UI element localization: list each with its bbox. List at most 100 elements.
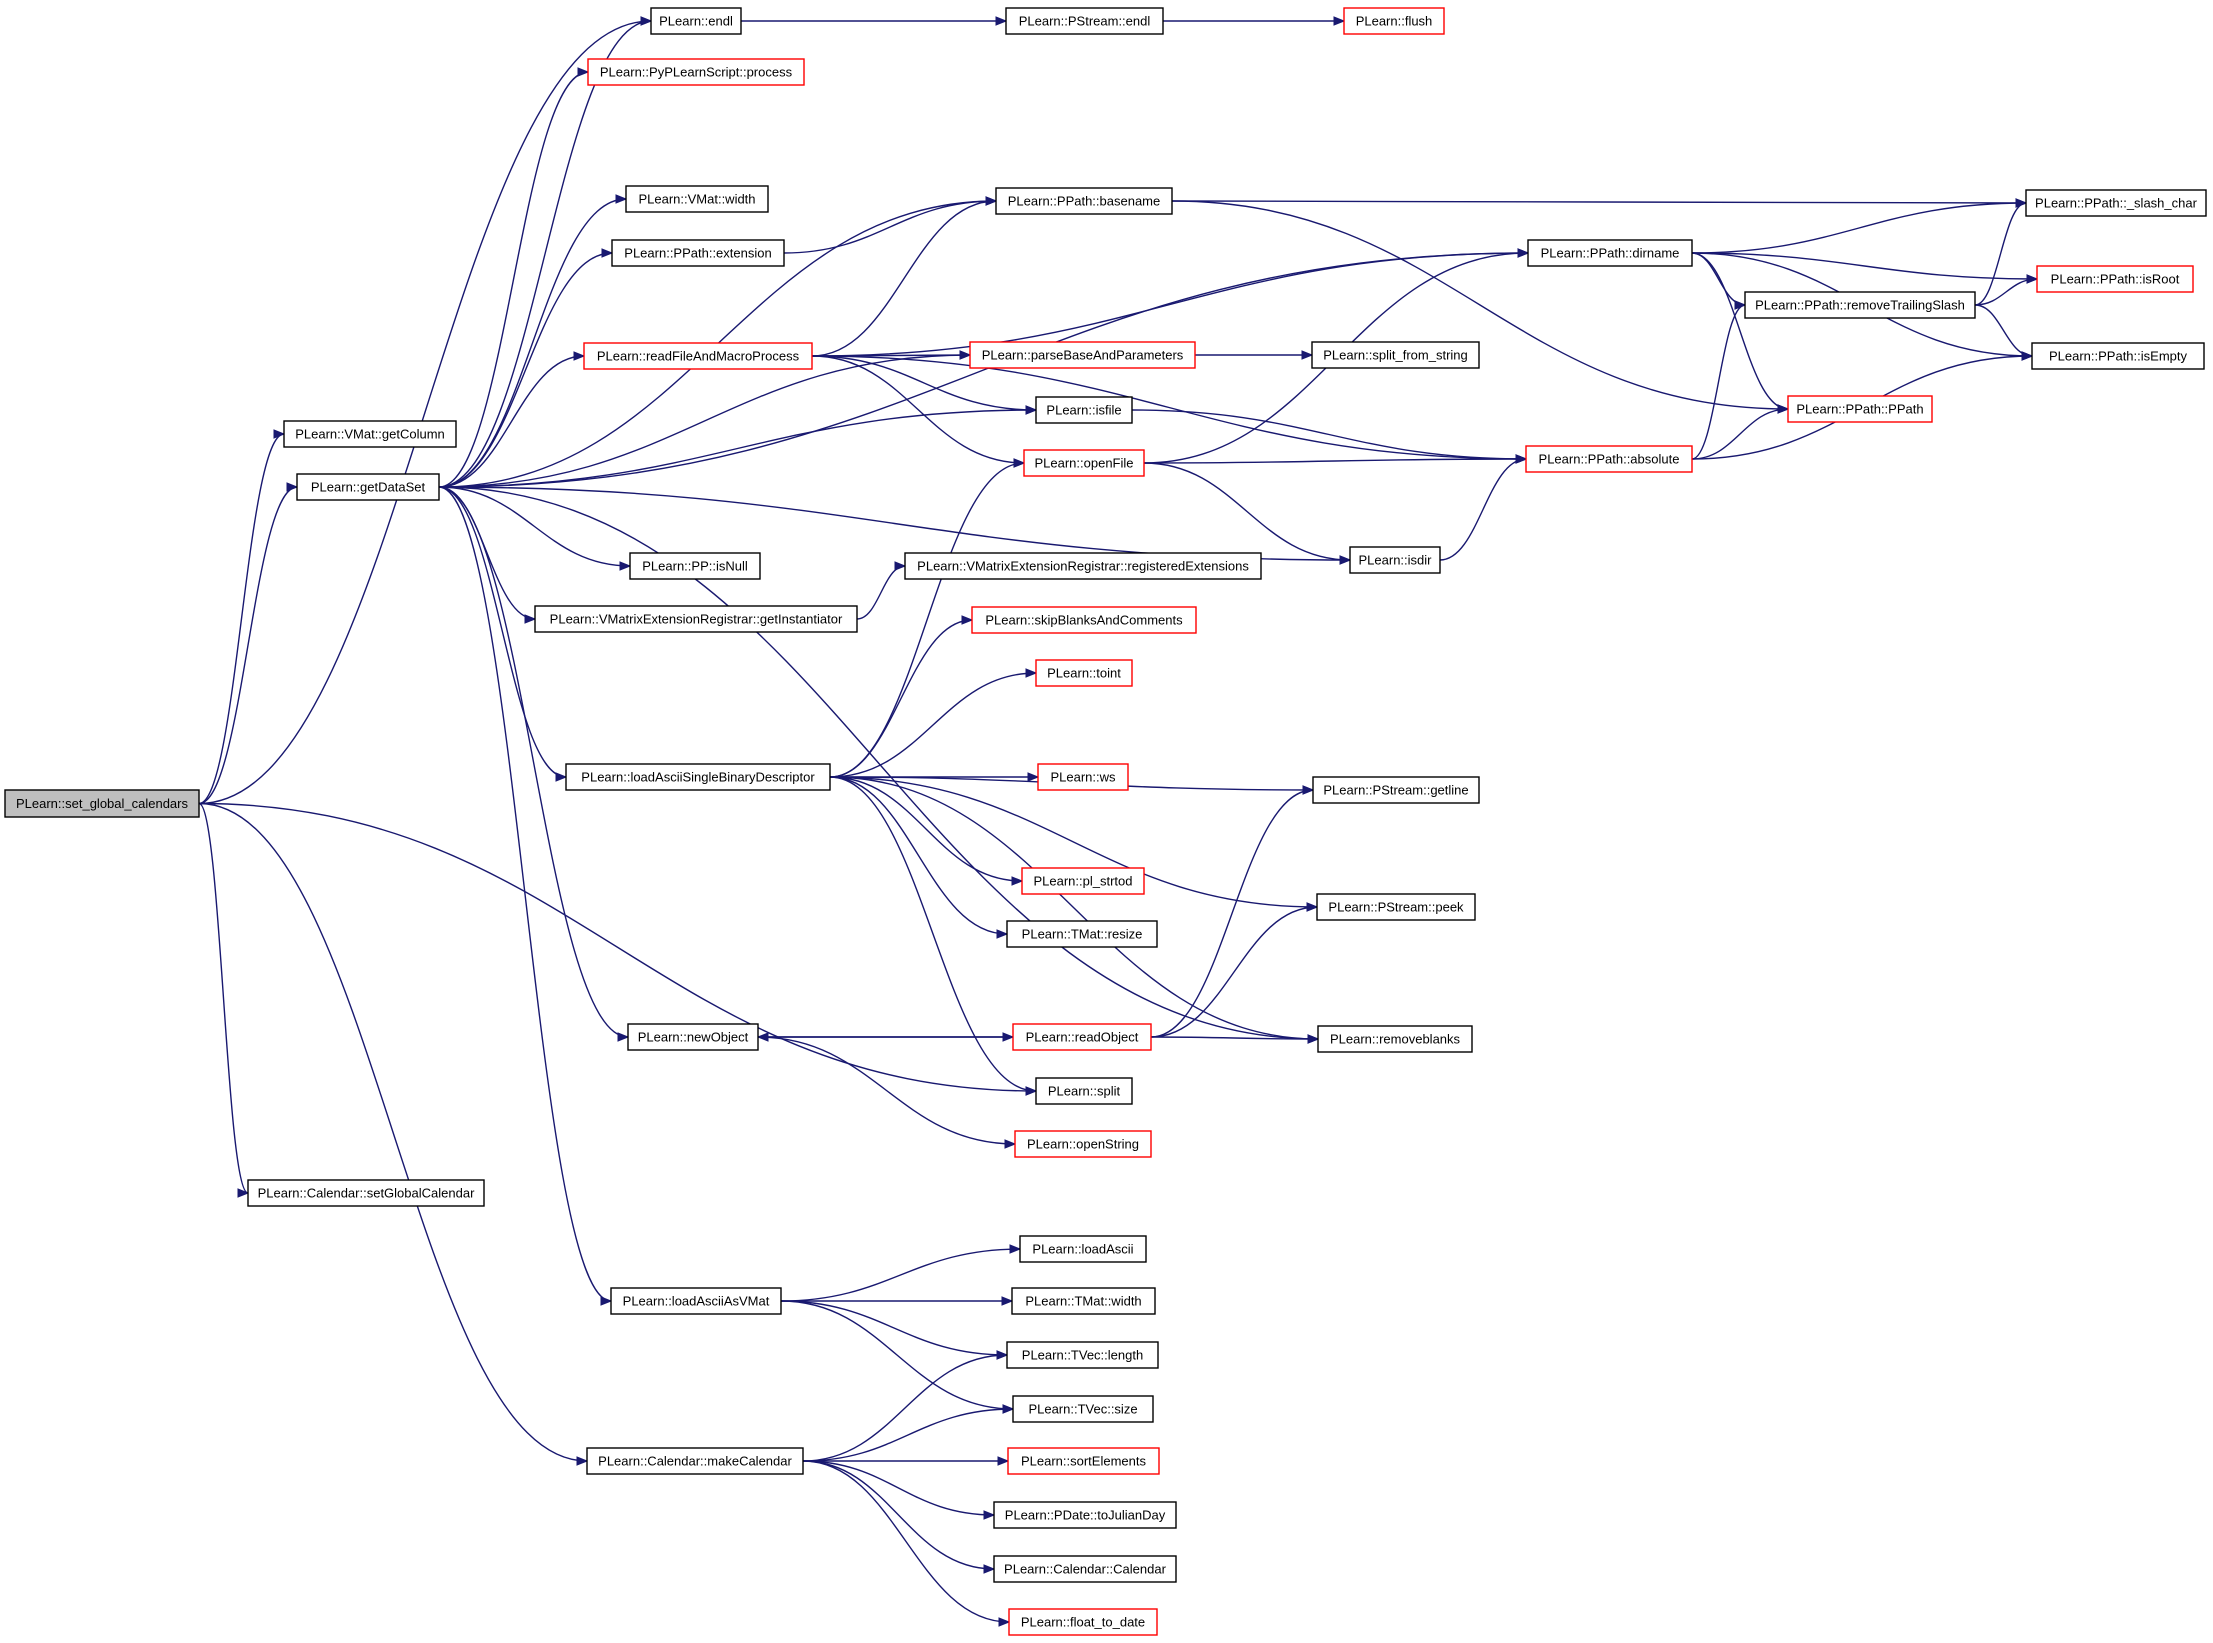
node-tojd[interactable]: PLearn::PDate::toJulianDay — [993, 1501, 1177, 1529]
node-rfamp[interactable]: PLearn::readFileAndMacroProcess — [583, 342, 813, 370]
node-ppath[interactable]: PLearn::PPath::PPath — [1787, 395, 1933, 423]
node-sortel[interactable]: PLearn::sortElements — [1007, 1447, 1160, 1475]
node-lasbd[interactable]: PLearn::loadAsciiSingleBinaryDescriptor — [565, 763, 831, 791]
edge-getdataset-to-extension — [438, 252, 613, 488]
node-getcol[interactable]: PLearn::VMat::getColumn — [283, 420, 457, 448]
node-plstrtod[interactable]: PLearn::pl_strtod — [1021, 867, 1145, 895]
arrowhead-makecal-to-tvsize — [1002, 1404, 1015, 1414]
node-box-getline — [1312, 776, 1480, 804]
edge-isfile-to-absolute — [1131, 409, 1527, 460]
edge-getdataset-to-lasbd — [438, 486, 567, 778]
call-nodes: PLearn::set_global_calendars PLearn::endl… — [4, 7, 2207, 1636]
node-regext[interactable]: PLearn::VMatrixExtensionRegistrar::regis… — [904, 552, 1262, 580]
edge-root-to-getdataset — [198, 486, 298, 805]
edge-readobj-to-removeblanks — [1150, 1036, 1319, 1040]
node-tmwidth[interactable]: PLearn::TMat::width — [1011, 1287, 1156, 1315]
node-peek[interactable]: PLearn::PStream::peek — [1316, 893, 1476, 921]
node-tvsize[interactable]: PLearn::TVec::size — [1012, 1395, 1154, 1423]
node-rts[interactable]: PLearn::PPath::removeTrailingSlash — [1744, 291, 1976, 319]
node-removeblanks[interactable]: PLearn::removeblanks — [1317, 1025, 1473, 1053]
node-skipblanks[interactable]: PLearn::skipBlanksAndComments — [971, 606, 1197, 634]
node-label-skipblanks: PLearn::skipBlanksAndComments — [985, 613, 1183, 628]
edge-readobj-to-peek — [1150, 906, 1318, 1038]
node-resize[interactable]: PLearn::TMat::resize — [1006, 920, 1158, 948]
edge-getdataset-to-isfile — [438, 409, 1037, 488]
node-extension[interactable]: PLearn::PPath::extension — [611, 239, 785, 267]
node-ps_endl[interactable]: PLearn::PStream::endl — [1005, 7, 1164, 35]
arrowhead-lasbd-to-split — [1025, 1086, 1038, 1096]
node-box-makecal — [586, 1447, 804, 1475]
edge-openfile-to-isdir — [1143, 462, 1351, 561]
node-box-sfs — [1311, 341, 1480, 369]
node-box-ppath — [1787, 395, 1933, 423]
node-ws[interactable]: PLearn::ws — [1037, 763, 1129, 791]
edge-rfamp-to-isfile — [811, 355, 1037, 411]
node-absolute[interactable]: PLearn::PPath::absolute — [1525, 445, 1693, 473]
node-endl[interactable]: PLearn::endl — [650, 7, 742, 35]
arrowhead-makecal-to-f2d — [998, 1617, 1011, 1627]
edge-lasbd-to-peek — [829, 776, 1318, 908]
node-label-root: PLearn::set_global_calendars — [16, 796, 189, 811]
node-dirname[interactable]: PLearn::PPath::dirname — [1527, 239, 1693, 267]
node-box-pbap — [969, 341, 1196, 369]
node-label-openstring: PLearn::openString — [1027, 1137, 1139, 1152]
node-label-tvsize: PLearn::TVec::size — [1028, 1402, 1137, 1417]
node-box-ws — [1037, 763, 1129, 791]
node-isroot[interactable]: PLearn::PPath::isRoot — [2036, 265, 2194, 293]
node-pbap[interactable]: PLearn::parseBaseAndParameters — [969, 341, 1196, 369]
node-box-lasbd — [565, 763, 831, 791]
node-label-newobj: PLearn::newObject — [638, 1030, 749, 1045]
node-getdataset[interactable]: PLearn::getDataSet — [296, 473, 440, 501]
node-vwidth[interactable]: PLearn::VMat::width — [625, 185, 769, 213]
node-split[interactable]: PLearn::split — [1035, 1077, 1133, 1105]
edge-root-to-endl — [198, 20, 652, 805]
node-box-readobj — [1012, 1023, 1152, 1051]
node-box-regext — [904, 552, 1262, 580]
node-isnull[interactable]: PLearn::PP::isNull — [629, 552, 761, 580]
node-box-skipblanks — [971, 606, 1197, 634]
node-toint[interactable]: PLearn::toint — [1035, 659, 1133, 687]
node-loadascii[interactable]: PLearn::loadAscii — [1019, 1235, 1147, 1263]
node-makecal[interactable]: PLearn::Calendar::makeCalendar — [586, 1447, 804, 1475]
node-box-isfile — [1035, 396, 1133, 424]
node-laavm[interactable]: PLearn::loadAsciiAsVMat — [610, 1287, 782, 1315]
node-label-getinst: PLearn::VMatrixExtensionRegistrar::getIn… — [550, 612, 843, 627]
edge-basename-to-ppath — [1171, 200, 1789, 410]
node-setgc[interactable]: PLearn::Calendar::setGlobalCalendar — [247, 1179, 485, 1207]
node-pyproc[interactable]: PLearn::PyPLearnScript::process — [587, 58, 805, 86]
arrowhead-pbap-to-sfs — [1301, 350, 1314, 360]
node-sfs[interactable]: PLearn::split_from_string — [1311, 341, 1480, 369]
node-basename[interactable]: PLearn::PPath::basename — [995, 187, 1173, 215]
node-isfile[interactable]: PLearn::isfile — [1035, 396, 1133, 424]
node-flush[interactable]: PLearn::flush — [1343, 7, 1445, 35]
node-openstring[interactable]: PLearn::openString — [1014, 1130, 1152, 1158]
node-isempty[interactable]: PLearn::PPath::isEmpty — [2031, 342, 2205, 370]
arrowhead-makecal-to-sortel — [997, 1456, 1010, 1466]
node-getinst[interactable]: PLearn::VMatrixExtensionRegistrar::getIn… — [534, 605, 858, 633]
node-readobj[interactable]: PLearn::readObject — [1012, 1023, 1152, 1051]
node-box-getinst — [534, 605, 858, 633]
node-newobj[interactable]: PLearn::newObject — [627, 1023, 759, 1051]
node-box-resize — [1006, 920, 1158, 948]
node-box-sortel — [1007, 1447, 1160, 1475]
node-box-plstrtod — [1021, 867, 1145, 895]
node-root[interactable]: PLearn::set_global_calendars — [4, 789, 200, 818]
edge-openfile-to-absolute — [1143, 458, 1527, 464]
node-tvlength[interactable]: PLearn::TVec::length — [1006, 1341, 1159, 1369]
node-box-laavm — [610, 1287, 782, 1315]
edge-getdataset-to-laavm — [438, 486, 612, 1302]
edge-isdir-to-absolute — [1439, 458, 1527, 561]
node-box-tvlength — [1006, 1341, 1159, 1369]
node-isdir[interactable]: PLearn::isdir — [1349, 546, 1441, 574]
node-label-rts: PLearn::PPath::removeTrailingSlash — [1755, 298, 1965, 313]
arrowhead-absolute-to-isempty — [2021, 351, 2034, 361]
node-f2d[interactable]: PLearn::float_to_date — [1008, 1608, 1158, 1636]
node-slash[interactable]: PLearn::PPath::_slash_char — [2025, 189, 2207, 217]
node-getline[interactable]: PLearn::PStream::getline — [1312, 776, 1480, 804]
node-openfile[interactable]: PLearn::openFile — [1023, 449, 1145, 477]
edge-makecal-to-tvlength — [802, 1354, 1008, 1462]
node-box-openstring — [1014, 1130, 1152, 1158]
arrowhead-makecal-to-tvlength — [996, 1350, 1009, 1360]
node-label-peek: PLearn::PStream::peek — [1328, 900, 1464, 915]
node-calcal[interactable]: PLearn::Calendar::Calendar — [993, 1555, 1177, 1583]
